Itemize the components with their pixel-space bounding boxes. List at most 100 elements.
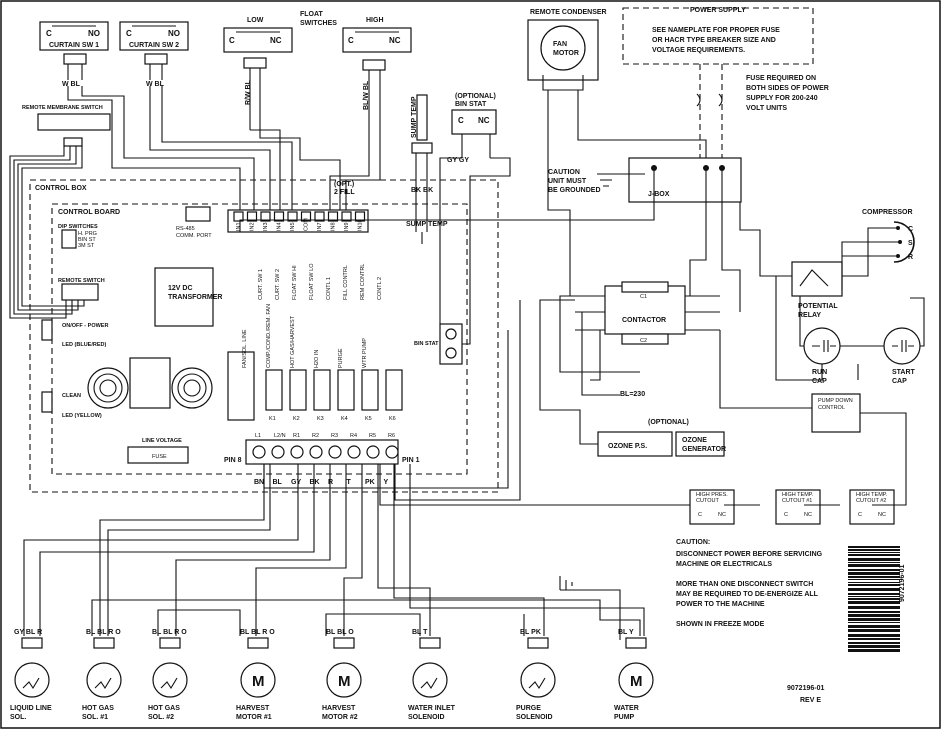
terminal-label: R6 <box>388 433 395 439</box>
input-pin <box>246 211 258 222</box>
input-pin-label: IN4 <box>277 222 283 231</box>
remote-membrane-switch: REMOTE MEMBRANE SWITCH <box>22 105 111 147</box>
svg-text:NC: NC <box>270 36 282 45</box>
input-pin-label: IN3 <box>263 222 269 231</box>
terminal-label: R5 <box>369 433 376 439</box>
input-pin <box>300 211 312 222</box>
input-pin <box>314 211 325 222</box>
terminal-screw <box>309 445 323 459</box>
svg-text:C2: C2 <box>640 338 647 344</box>
relay <box>385 369 403 411</box>
terminal-screw <box>366 445 380 459</box>
cutout-title: HIGH TEMP.CUTOUT #1 <box>782 492 814 504</box>
input-pin-label: IN5 <box>290 222 296 231</box>
svg-text:NO: NO <box>168 29 180 38</box>
solenoid-symbol <box>420 677 438 690</box>
svg-text:C1: C1 <box>640 294 647 300</box>
relay <box>361 369 379 411</box>
wiring-harness <box>9 86 925 640</box>
svg-text:POWER SUPPLY: POWER SUPPLY <box>690 7 746 14</box>
relay <box>337 369 355 411</box>
input-function-label: FILL CONTRL <box>343 265 349 300</box>
input-function-label: CONTL 2 <box>377 277 383 300</box>
relay-function-label: H2O IN <box>314 350 320 368</box>
terminal-label: L1 <box>255 433 261 439</box>
cutout-nc: NC <box>804 512 812 518</box>
sump-temp-sensor: SUMP TEMP BK BK SUMP TEMP <box>406 94 448 228</box>
svg-text:CLEAN: CLEAN <box>62 393 81 399</box>
terminal-screw <box>328 445 342 459</box>
wire-color-label: BL <box>273 479 283 486</box>
svg-text:BIN STAT: BIN STAT <box>414 341 439 347</box>
dip-switch-item: H. PRG <box>78 231 97 237</box>
solenoid-symbol <box>160 677 178 690</box>
load-wire-colors: BL PK <box>520 629 541 636</box>
input-pin-label: IN1 <box>236 222 242 231</box>
input-function-label: CURT. SW 2 <box>275 269 281 300</box>
svg-text:C: C <box>908 226 913 233</box>
load-wire-colors: BL BL R O <box>152 629 187 636</box>
opt-2fill-label: (OPT.)2 FILL <box>334 181 355 196</box>
load-wire-colors: BL T <box>412 629 428 636</box>
svg-text:NC: NC <box>478 116 490 125</box>
relay-function-label: HOT GAS/HARVEST <box>290 315 296 368</box>
relay <box>289 369 307 411</box>
terminal-screw <box>290 445 304 459</box>
svg-text:NO: NO <box>88 29 100 38</box>
input-pin <box>273 211 285 222</box>
motor-symbol: M <box>338 673 351 690</box>
load-wire-colors: BL BL O <box>326 629 354 636</box>
caution-line: DISCONNECT POWER BEFORE SERVICING <box>676 551 823 558</box>
caution-line: SHOWN IN FREEZE MODE <box>676 621 765 628</box>
svg-text:ON/OFF - POWER: ON/OFF - POWER <box>62 323 108 329</box>
svg-text:PIN 1: PIN 1 <box>402 457 420 464</box>
terminal-label: R3 <box>331 433 338 439</box>
svg-text:C: C <box>46 29 52 38</box>
input-function-label: FLOAT SW HI <box>292 265 298 300</box>
load-wire-colors: GY BL R <box>14 629 42 636</box>
svg-text:REMOTE MEMBRANE SWITCH: REMOTE MEMBRANE SWITCH <box>22 105 103 111</box>
svg-text:CONTACTOR: CONTACTOR <box>622 317 666 324</box>
svg-text:C: C <box>126 29 132 38</box>
dip-switch-item: BIN ST <box>78 237 96 243</box>
float-switch-high: HIGH C NC BL/W BL <box>342 17 412 135</box>
cutout-c: C <box>858 512 862 518</box>
input-pin-label: IN9 <box>344 222 350 231</box>
relay-function-label: PURGE <box>338 348 344 368</box>
terminal-screw <box>385 445 399 459</box>
terminal-label: R4 <box>350 433 357 439</box>
curtain-switch-1: C NO CURTAIN SW 1 W BL <box>39 21 109 88</box>
curtain-switch-2: C NO CURTAIN SW 2 W BL <box>119 21 189 88</box>
motor-symbol: M <box>252 673 265 690</box>
float-switch-low: LOW C NC R/W BL <box>223 17 293 130</box>
solenoid-symbol <box>94 677 112 690</box>
load-wire-colors: BL Y <box>618 629 634 636</box>
input-pin-label: IN2 <box>250 222 256 231</box>
terminal-screw <box>347 445 361 459</box>
svg-text:COMPRESSOR: COMPRESSOR <box>862 209 913 216</box>
svg-text:REMOTE CONDENSER: REMOTE CONDENSER <box>530 9 607 16</box>
input-pin <box>287 211 298 222</box>
svg-text:LED (BLUE/RED): LED (BLUE/RED) <box>62 342 106 348</box>
input-function-label: CONTL 1 <box>326 277 332 300</box>
relay-id: K5 <box>365 416 372 422</box>
bin-stat-title: (OPTIONAL)BIN STAT <box>455 93 496 108</box>
svg-text:CONTROL BOX: CONTROL BOX <box>35 185 87 192</box>
